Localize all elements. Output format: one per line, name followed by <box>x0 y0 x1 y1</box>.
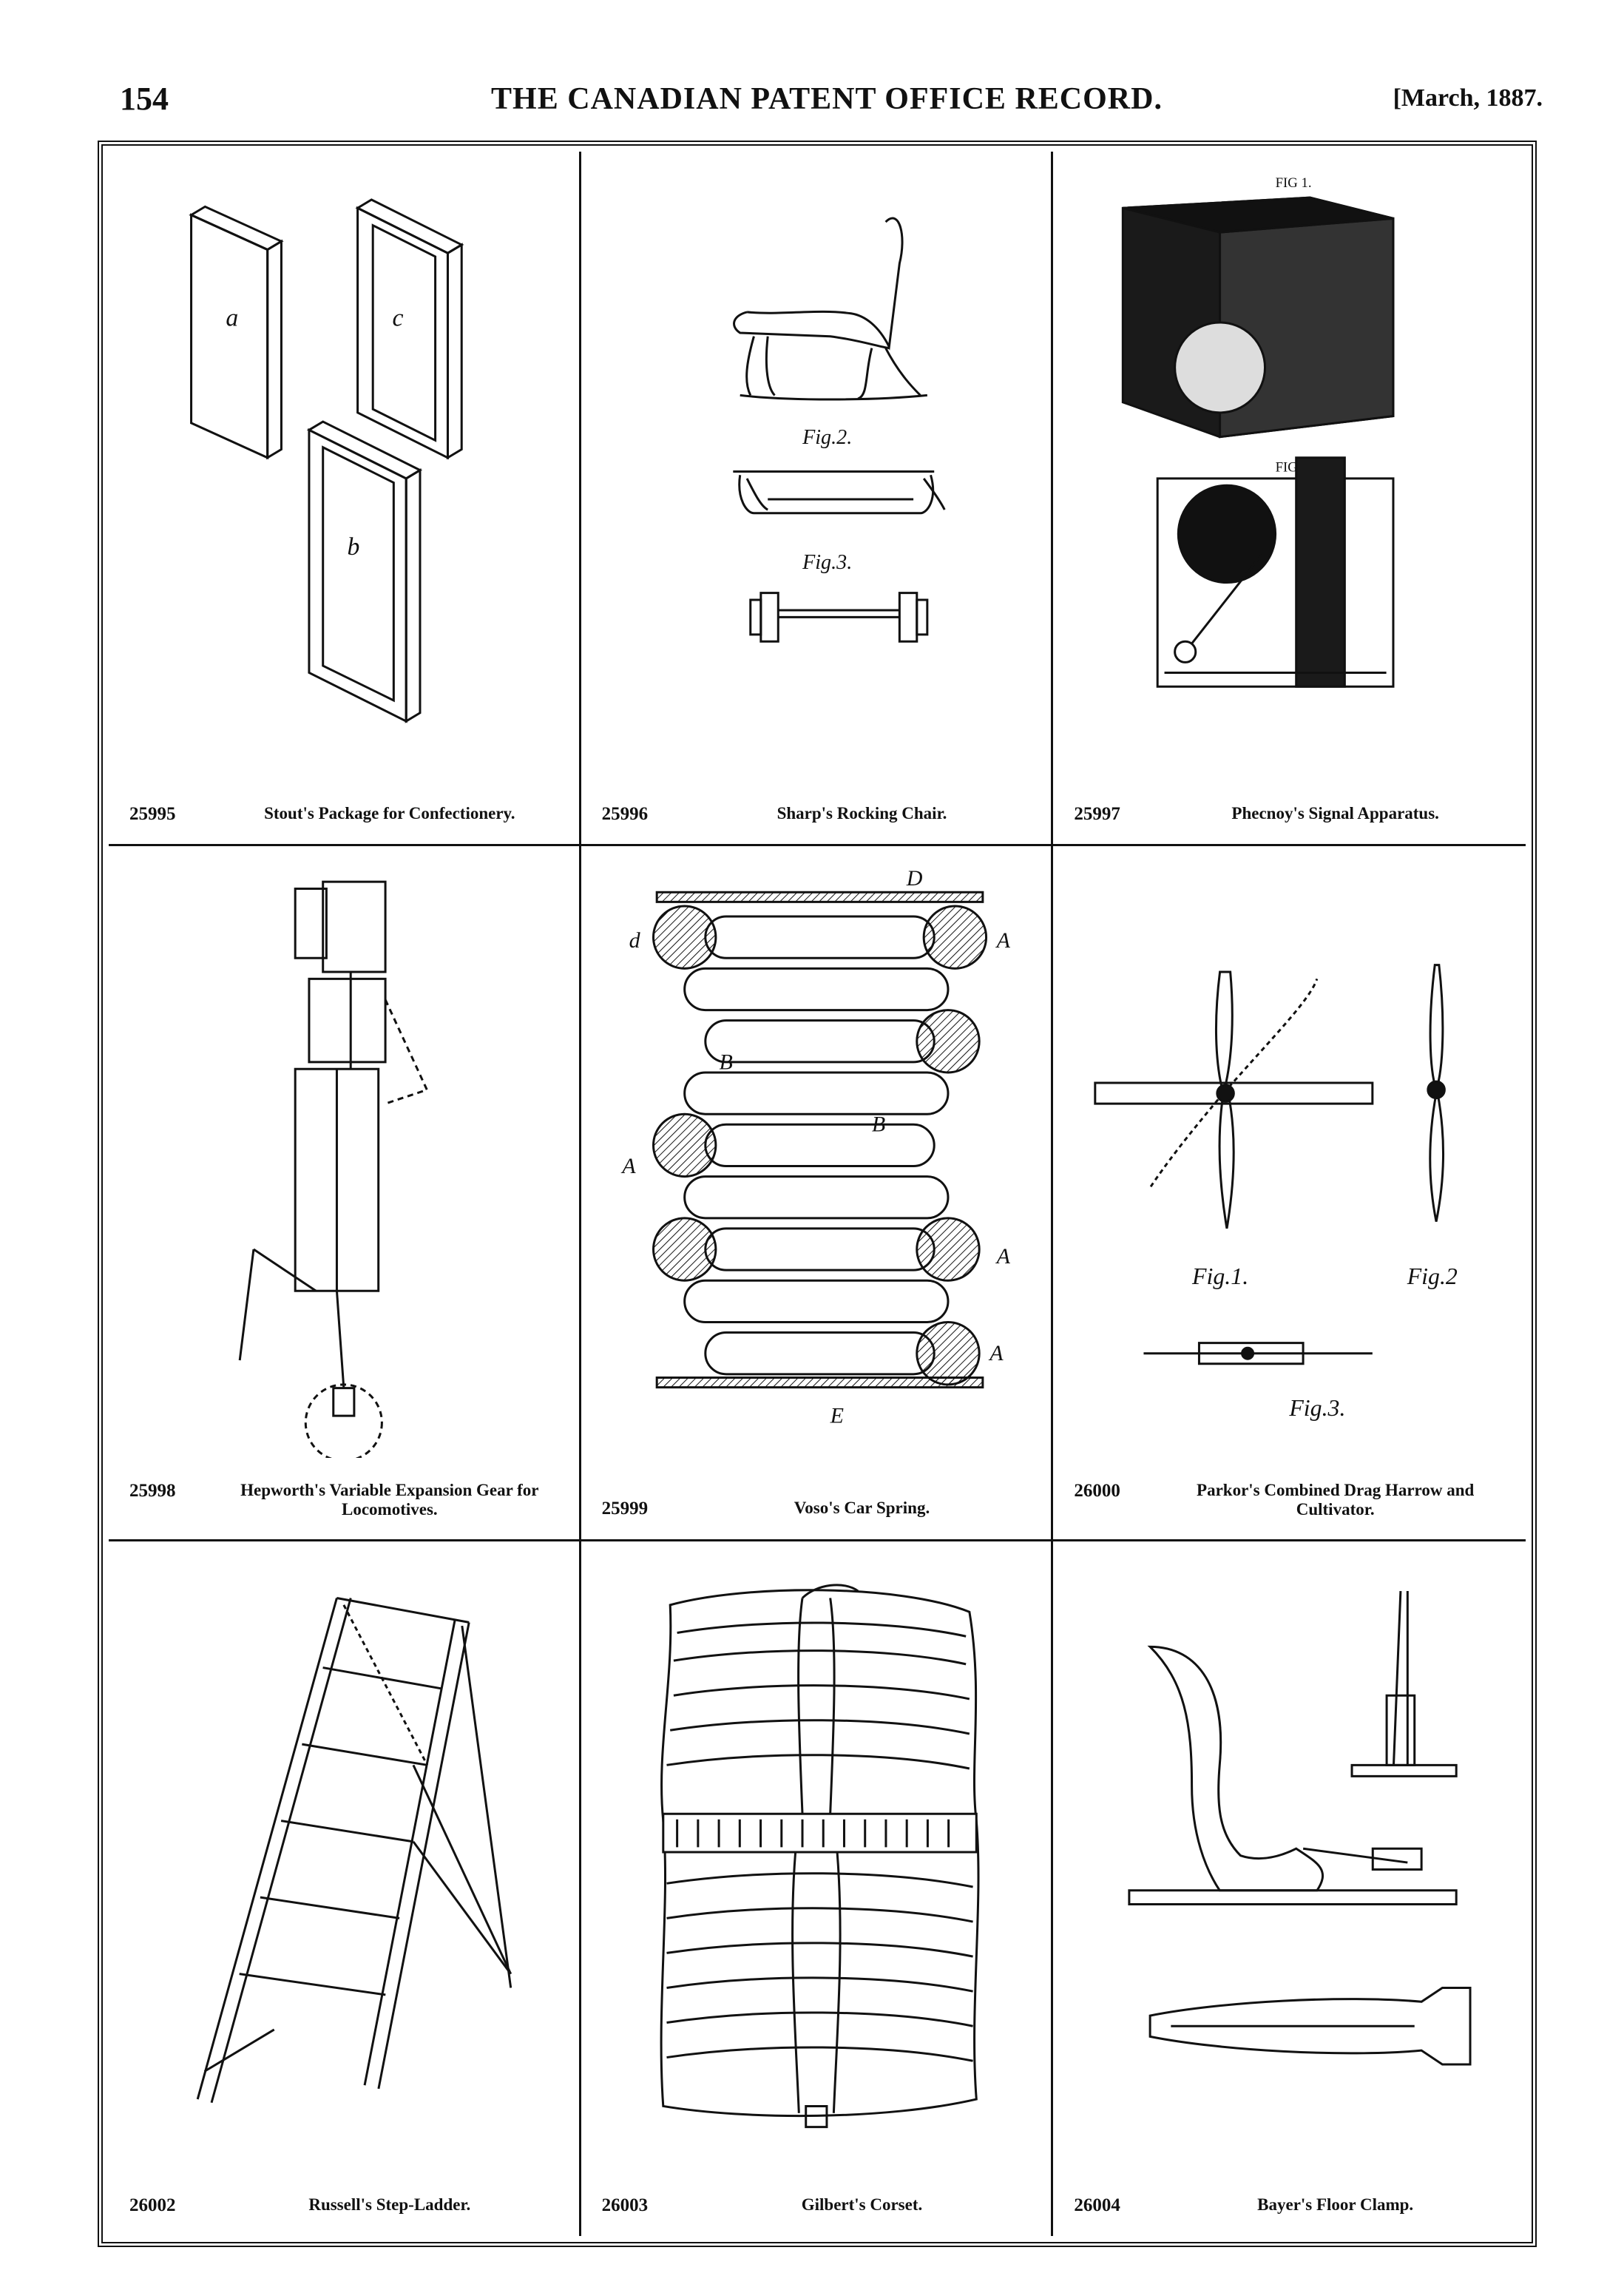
patent-caption: 25996 Sharp's Rocking Chair. <box>602 804 1034 825</box>
figure-label: A <box>620 1154 636 1178</box>
figure-label: a <box>226 305 238 332</box>
patent-caption: 26002 Russell's Step-Ladder. <box>129 2195 561 2217</box>
page-number: 154 <box>120 81 169 117</box>
patent-number: 25999 <box>601 1498 649 1519</box>
figure-label: Fig.2. <box>802 426 852 449</box>
patent-caption: 25997 Phecnoy's Signal Apparatus. <box>1074 804 1508 825</box>
patent-illustration <box>124 861 564 1457</box>
patent-cell: 26002 Russell's Step-Ladder. <box>109 1541 581 2236</box>
patent-title: Hepworth's Variable Expansion Gear for L… <box>240 1480 539 1519</box>
patent-number: 25998 <box>129 1480 176 1501</box>
patent-number: 26004 <box>1074 2195 1120 2216</box>
patent-title: Voso's Car Spring. <box>794 1498 930 1517</box>
patent-caption: 26004 Bayer's Floor Clamp. <box>1074 2195 1508 2217</box>
figure-label: B <box>719 1050 732 1075</box>
patent-title: Parkor's Combined Drag Harrow and Cultiv… <box>1197 1480 1475 1519</box>
patent-illustration <box>1068 1556 1511 2155</box>
patent-number: 25996 <box>601 803 649 824</box>
patent-grid: a c b 25995 Stout's Package for Confecti… <box>109 152 1526 2236</box>
patent-illustration <box>596 1556 1037 2155</box>
patent-illustration: Fig.1. Fig.2 Fig.3. <box>1068 861 1511 1457</box>
figure-label: A <box>988 1341 1004 1365</box>
patent-cell: 25998 Hepworth's Variable Expansion Gear… <box>109 846 581 1541</box>
figure-label: A <box>995 1244 1010 1269</box>
figure-label: D <box>905 866 922 891</box>
patent-caption: 25995 Stout's Package for Confectionery. <box>129 804 561 825</box>
figure-label: E <box>829 1404 843 1428</box>
issue-date: [March, 1887. <box>1393 84 1543 112</box>
patent-title: Bayer's Floor Clamp. <box>1257 2195 1414 2215</box>
patent-number: 26002 <box>129 2195 176 2216</box>
figure-label: Fig.3. <box>802 551 852 574</box>
patent-title: Gilbert's Corset. <box>801 2195 923 2215</box>
patent-cell: Fig.2. Fig.3. 25996 Sharp's Rocking Chai… <box>581 152 1054 847</box>
patent-number: 26000 <box>1074 1480 1120 1501</box>
patent-number: 25995 <box>129 803 176 824</box>
patent-number: 25997 <box>1074 803 1120 824</box>
patent-title: Phecnoy's Signal Apparatus. <box>1231 803 1439 823</box>
patent-cell: FIG 1. FIG.2. 25997 Phecnoy's Signal App… <box>1053 152 1526 847</box>
figure-label: d <box>629 929 640 953</box>
patent-title: Stout's Package for Confectionery. <box>264 803 515 823</box>
patent-caption: 25998 Hepworth's Variable Expansion Gear… <box>129 1481 561 1520</box>
figure-label: c <box>392 305 403 332</box>
patent-number: 26003 <box>601 2195 649 2216</box>
patent-illustration: a c b <box>124 166 564 763</box>
page-header: 154 THE CANADIAN PATENT OFFICE RECORD. [… <box>111 74 1543 133</box>
patent-cell: D A A d B B A A E 25999 Voso's Car Sprin… <box>581 846 1054 1541</box>
figure-label: Fig.1. <box>1191 1263 1248 1289</box>
figure-label: Fig.3. <box>1289 1395 1346 1421</box>
patent-caption: 26003 Gilbert's Corset. <box>602 2195 1034 2217</box>
patent-cell: 26003 Gilbert's Corset. <box>581 1541 1054 2236</box>
patent-caption: 25999 Voso's Car Spring. <box>602 1499 1034 1520</box>
patent-title: Sharp's Rocking Chair. <box>777 803 947 823</box>
figure-label: A <box>995 929 1010 953</box>
patent-illustration <box>124 1556 564 2155</box>
patent-plate-frame: a c b 25995 Stout's Package for Confecti… <box>98 141 1537 2247</box>
patent-cell: 26004 Bayer's Floor Clamp. <box>1053 1541 1526 2236</box>
patent-cell: a c b 25995 Stout's Package for Confecti… <box>109 152 581 847</box>
figure-label: B <box>871 1112 884 1137</box>
patent-illustration: Fig.2. Fig.3. <box>596 166 1037 763</box>
patent-caption: 26000 Parkor's Combined Drag Harrow and … <box>1074 1481 1508 1520</box>
patent-illustration: D A A d B B A A E <box>596 861 1037 1457</box>
patent-cell: Fig.1. Fig.2 Fig.3. 26000 Parkor's Combi… <box>1053 846 1526 1541</box>
figure-label: b <box>348 533 360 561</box>
figure-label: Fig.2 <box>1407 1263 1458 1289</box>
journal-title: THE CANADIAN PATENT OFFICE RECORD. <box>491 82 1163 116</box>
patent-title: Russell's Step-Ladder. <box>308 2195 471 2215</box>
patent-illustration: FIG 1. FIG.2. <box>1068 166 1511 763</box>
figure-label: FIG 1. <box>1276 175 1312 191</box>
